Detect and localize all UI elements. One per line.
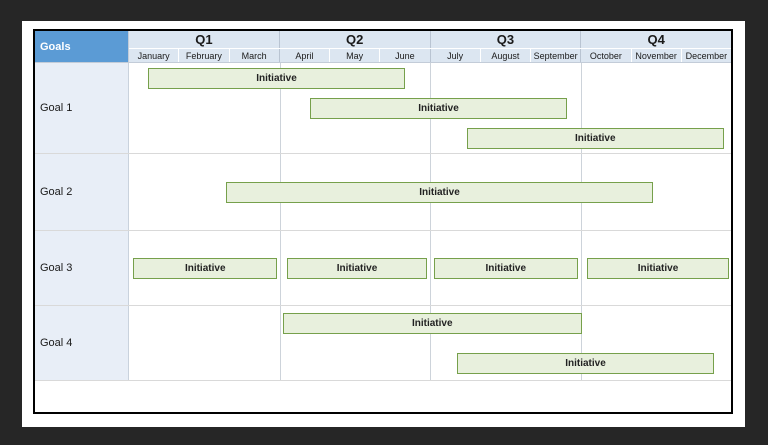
month-header-august[interactable]: August [481, 49, 531, 62]
month-header-june[interactable]: June [380, 49, 431, 62]
empty-row [35, 381, 731, 412]
quarter-gridline [279, 231, 281, 305]
quarter-gridline [430, 306, 431, 380]
quarter-header-q3[interactable]: Q3 [431, 31, 582, 49]
goal-row: Goal 2 Initiative [35, 154, 731, 231]
quarter-gridline [430, 231, 431, 305]
quarter-header-q4[interactable]: Q4 [647, 32, 665, 48]
initiative-bar[interactable]: Initiative [310, 98, 567, 119]
empty-cell [35, 381, 731, 412]
quarter-gridline [279, 306, 281, 380]
initiative-bar[interactable]: Initiative [148, 68, 405, 89]
quarter-gridline [580, 231, 582, 305]
month-header-january[interactable]: January [129, 49, 180, 62]
goals-corner-header[interactable]: Goals [35, 31, 129, 62]
month-header-may[interactable]: May [330, 49, 381, 62]
month-header-february[interactable]: February [179, 49, 230, 62]
month-header-april[interactable]: April [280, 49, 330, 62]
initiative-bar[interactable]: Initiative [286, 258, 428, 279]
quarter-header-q1[interactable]: Q1 [129, 31, 280, 49]
goal-label[interactable]: Goal 3 [35, 231, 129, 305]
initiative-bar[interactable]: Initiative [587, 258, 729, 279]
initiative-bar[interactable]: Initiative [466, 128, 724, 149]
goal-label[interactable]: Goal 2 [35, 154, 129, 230]
quarter-gridline [279, 63, 281, 153]
initiative-bar[interactable]: Initiative [456, 353, 715, 374]
month-header-march[interactable]: March [230, 49, 280, 62]
quarter-gridline [580, 63, 582, 153]
timeline-cell: Initiative [129, 154, 731, 230]
initiative-bar[interactable]: Initiative [282, 313, 582, 334]
initiative-bar[interactable]: Initiative [226, 182, 653, 203]
initiative-bar[interactable]: Initiative [133, 258, 278, 279]
goal-label[interactable]: Goal 1 [35, 63, 129, 153]
goal-label[interactable]: Goal 4 [35, 306, 129, 380]
quarter-header-q2[interactable]: Q2 [280, 31, 431, 49]
month-header-november[interactable]: November [632, 49, 682, 62]
quarter-gridline [580, 306, 582, 380]
month-header-july[interactable]: July [431, 49, 481, 62]
month-header-december[interactable]: December [685, 50, 728, 61]
month-header-september[interactable]: September [531, 49, 582, 62]
month-header-october[interactable]: October [581, 49, 632, 62]
initiative-bar[interactable]: Initiative [433, 258, 578, 279]
